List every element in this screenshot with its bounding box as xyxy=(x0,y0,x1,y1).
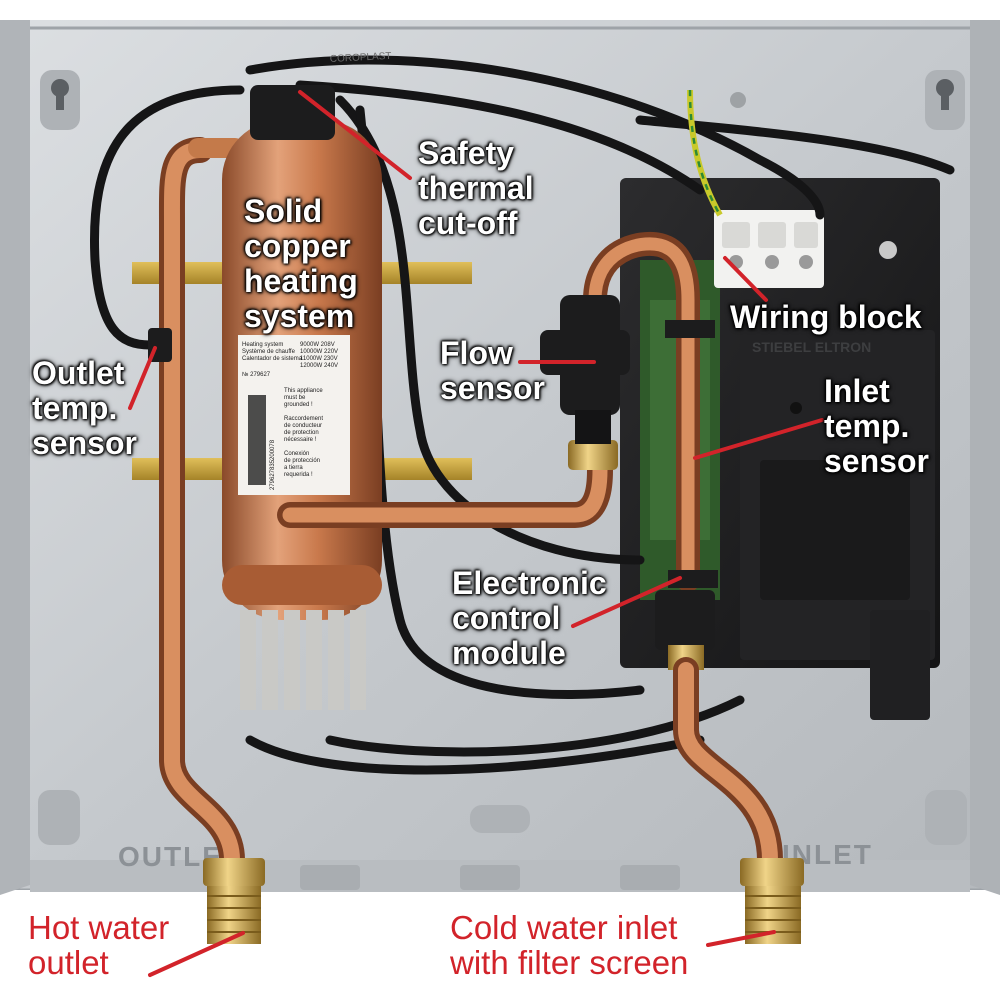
leader-electronic-control-module xyxy=(571,576,682,628)
label-outlet-temp-sensor: Outlet temp. sensor xyxy=(32,355,137,461)
leader-outlet-temp-sensor xyxy=(128,346,157,410)
leader-wiring-block xyxy=(723,256,768,302)
leader-inlet-temp-sensor xyxy=(693,418,824,460)
cold-water-inlet-pipe xyxy=(655,590,783,873)
label-safety-thermal-cutoff: Safety thermal cut-off xyxy=(418,135,534,241)
svg-text:Heating system: Heating system xyxy=(242,342,283,348)
hot-water-outlet-fitting xyxy=(203,858,265,944)
barcode xyxy=(248,395,266,485)
svg-text:de conducteur: de conducteur xyxy=(284,423,322,429)
safety-thermal-cutoff xyxy=(250,85,335,140)
connecting-copper-pipe xyxy=(277,231,700,592)
svg-text:10000W 220V: 10000W 220V xyxy=(300,349,338,355)
ground-screw xyxy=(730,92,746,108)
cold-water-inlet-fitting xyxy=(740,858,804,944)
label-flow-sensor: Flow sensor xyxy=(440,335,545,406)
rating-sticker: Heating system Système de chauffe Calent… xyxy=(238,335,350,495)
label-wiring-block: Wiring block xyxy=(730,299,922,335)
svg-text:a tierra: a tierra xyxy=(284,465,303,471)
svg-text:№ 279627: № 279627 xyxy=(242,371,271,378)
svg-text:de protección: de protección xyxy=(284,458,320,464)
heating-element-terminal xyxy=(240,610,366,710)
svg-text:Conexión: Conexión xyxy=(284,451,309,457)
brand-stamp: STIEBEL ELTRON xyxy=(752,339,871,355)
label-electronic-control-module: Electronic control module xyxy=(452,565,607,671)
svg-text:279627835200078: 279627835200078 xyxy=(270,439,276,490)
mounting-hole xyxy=(925,790,967,845)
callout-leaders xyxy=(128,90,824,977)
svg-text:must be: must be xyxy=(284,395,306,401)
leader-hot-water-outlet xyxy=(148,931,245,977)
leader-cold-water-inlet xyxy=(706,930,776,947)
svg-text:Système de chauffe: Système de chauffe xyxy=(242,349,296,355)
mounting-hole xyxy=(40,70,80,130)
inlet-temp-sensor-clip xyxy=(665,320,718,588)
svg-text:Raccordement: Raccordement xyxy=(284,416,323,422)
mounting-hole xyxy=(470,805,530,833)
label-cold-water-inlet: Cold water inlet with filter screen xyxy=(450,909,689,981)
svg-text:grounded !: grounded ! xyxy=(284,402,313,408)
svg-text:nécessaire !: nécessaire ! xyxy=(284,437,317,443)
svg-text:12000W 240V: 12000W 240V xyxy=(300,363,338,369)
svg-text:requerida !: requerida ! xyxy=(284,472,313,478)
svg-text:Calentador de sistema: Calentador de sistema xyxy=(242,356,303,362)
label-hot-water-outlet: Hot water outlet xyxy=(28,909,170,981)
svg-text:This appliance: This appliance xyxy=(284,388,323,394)
label-inlet-temp-sensor: Inlet temp. sensor xyxy=(824,373,929,479)
svg-text:11000W 230V: 11000W 230V xyxy=(300,356,338,362)
hot-water-outlet-pipe xyxy=(158,137,245,873)
label-solid-copper-heating-system: Solid copper heating system xyxy=(244,193,358,334)
svg-text:de protection: de protection xyxy=(284,430,319,436)
mounting-hole xyxy=(38,790,80,845)
cable-print: COROPLAST xyxy=(330,51,392,65)
wiring-block xyxy=(714,210,824,288)
mounting-hole xyxy=(925,70,965,130)
leader-safety-thermal-cutoff xyxy=(298,90,412,180)
svg-text:9000W 208V: 9000W 208V xyxy=(300,342,335,348)
